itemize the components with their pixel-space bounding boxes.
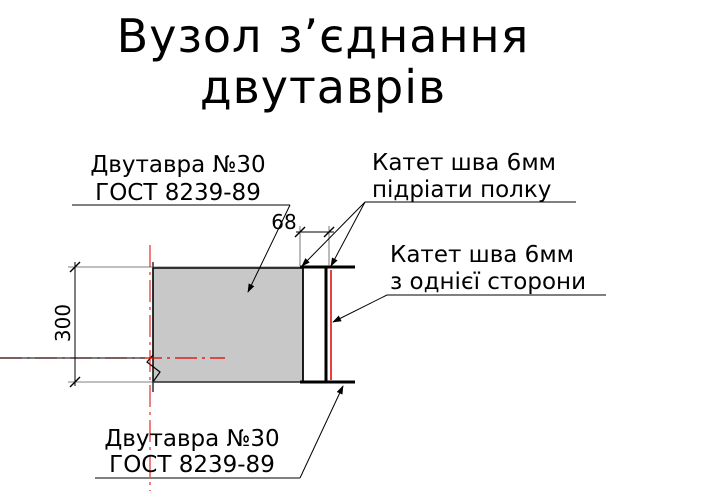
height-tick-bottom	[69, 376, 81, 388]
beam-top-label-line-2: ГОСТ 8239-89	[95, 180, 261, 206]
beam-bottom-label-line-2: ГОСТ 8239-89	[109, 452, 275, 478]
weld-flange-label-line-1: Катет шва 6мм	[372, 150, 556, 176]
title-line-2: двутаврів	[200, 60, 446, 114]
break-line	[146, 262, 161, 392]
title-line-1: Вузол з’єднання	[117, 9, 530, 63]
weld-flange-leader-1	[301, 201, 366, 267]
beam-bottom-label-line-1: Двутавра №30	[104, 426, 279, 452]
beam-body	[152, 267, 304, 383]
cut-dimension-text: 68	[271, 210, 296, 234]
weld-flange-leader-2	[330, 201, 366, 267]
weld-web-label-line-1: Катет шва 6мм	[390, 242, 574, 268]
cut-tick-left	[294, 226, 306, 238]
cut-tick-right	[323, 226, 335, 238]
beam-top-label-line-1: Двутавра №30	[90, 152, 265, 178]
beam-bottom-leader	[299, 385, 344, 479]
weld-web-leader	[332, 294, 388, 323]
height-tick-top	[69, 261, 81, 273]
height-dimension-text: 300	[51, 304, 75, 342]
beam-top-leader	[247, 204, 291, 293]
weld-flange-label-line-2: підріати полку	[372, 177, 551, 203]
weld-web-label-line-2: з однієї сторони	[390, 269, 586, 295]
